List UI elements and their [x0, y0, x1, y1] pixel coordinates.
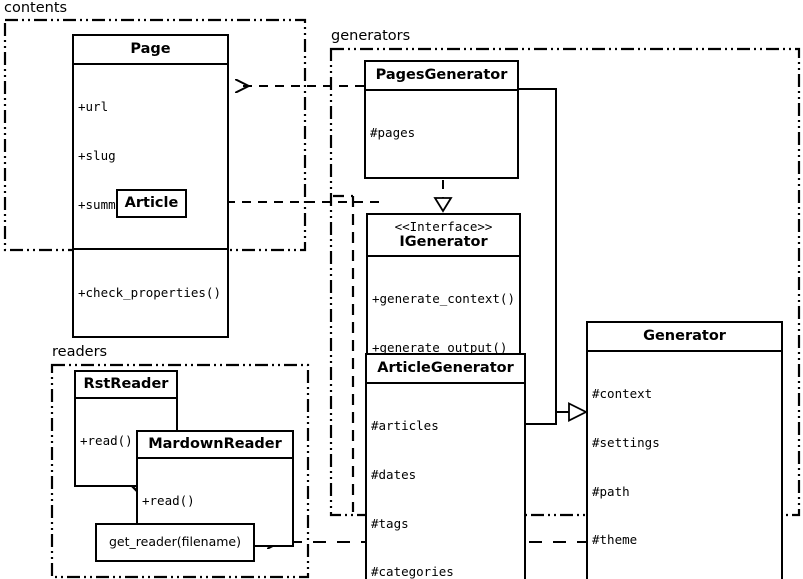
relation-pagesgenerator-to-igenerator: [433, 112, 453, 213]
class-title-page: Page: [130, 41, 171, 57]
attribute-row: +url: [78, 99, 109, 115]
operation-row: +generate_output(): [372, 340, 508, 356]
class-attributes-pagesgenerator: #pages: [366, 89, 517, 177]
class-box-generator[interactable]: Generator #context #settings #path #them…: [586, 321, 783, 579]
attribute-row: #articles: [371, 418, 439, 434]
class-box-articlegenerator[interactable]: ArticleGenerator #articles #dates #tags …: [365, 353, 526, 579]
relation-pagesgenerator-to-generator: [519, 88, 570, 413]
attribute-row: #theme: [592, 532, 638, 548]
attribute-row: #categories: [371, 564, 454, 579]
operation-row: +check_properties(): [78, 284, 221, 300]
attribute-row: #context: [592, 386, 653, 402]
relation-articlegenerator-to-generator: [526, 402, 589, 425]
class-title-article: Article: [124, 195, 179, 211]
package-border-generators: [329, 47, 801, 517]
attribute-row: +slug: [78, 148, 116, 164]
operation-row: +read(): [80, 433, 133, 449]
class-attributes-articlegenerator: #articles #dates #tags #categories: [367, 382, 524, 579]
attribute-row: #settings: [592, 435, 660, 451]
class-attributes-generator: #context #settings #path #theme #output_…: [588, 350, 781, 579]
operation-row: +generate_context(): [372, 291, 515, 307]
class-box-article[interactable]: Article: [116, 189, 187, 218]
package-label-contents: contents: [4, 0, 68, 16]
class-operations-rstreader: +read(): [76, 397, 176, 485]
package-border-contents: [3, 18, 307, 252]
class-title-rstreader: RstReader: [83, 376, 169, 392]
function-box-get-reader[interactable]: get_reader(filename): [95, 523, 255, 562]
class-title-igenerator: <<Interface>> IGenerator: [368, 215, 519, 255]
class-box-page[interactable]: Page +url +slug +summary +check_properti…: [72, 34, 229, 339]
operation-row: +read(): [142, 493, 195, 509]
class-title-generator: Generator: [643, 328, 726, 344]
class-title-mardownreader: MardownReader: [148, 436, 282, 452]
attribute-row: #path: [592, 483, 630, 499]
attribute-row: #pages: [370, 125, 416, 141]
inner-group-divider: [333, 194, 355, 512]
class-attributes-page: +url +slug +summary: [74, 63, 227, 248]
class-stereotype-igenerator: <<Interface>>: [394, 219, 493, 234]
class-operations-mardownreader: +read(): [138, 457, 292, 545]
attribute-row: #dates: [371, 467, 417, 483]
class-name-igenerator: IGenerator: [399, 234, 488, 250]
function-label-get-reader: get_reader(filename): [109, 534, 241, 549]
class-operations-page: +check_properties(): [74, 248, 227, 336]
attribute-row: #tags: [371, 515, 409, 531]
class-box-pagesgenerator[interactable]: PagesGenerator #pages: [364, 60, 519, 180]
class-title-articlegenerator: ArticleGenerator: [377, 360, 514, 376]
class-title-pagesgenerator: PagesGenerator: [375, 67, 508, 83]
package-label-readers: readers: [52, 344, 108, 360]
package-border-readers: [50, 363, 310, 579]
class-operations-igenerator: +generate_context() +generate_output(): [368, 255, 519, 392]
package-label-generators: generators: [331, 28, 411, 44]
